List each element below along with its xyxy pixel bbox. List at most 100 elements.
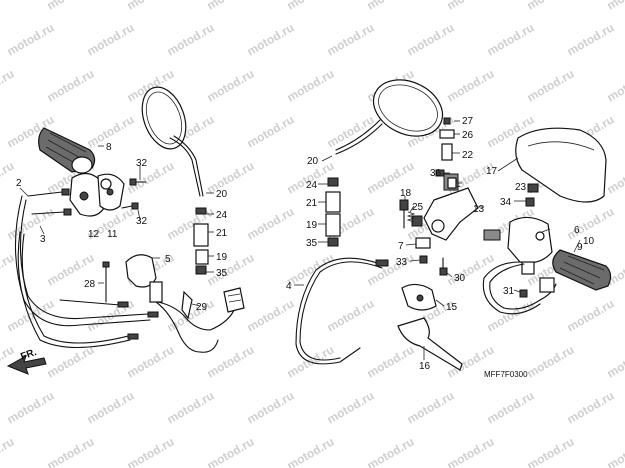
screw-33 [419, 255, 428, 264]
callout-21-left: 21 [216, 228, 228, 239]
watermark-8: motod.ru [605, 0, 625, 13]
screw-32-lower [121, 202, 139, 210]
callout-32-lower: 32 [136, 216, 148, 227]
watermark-0: motod.ru [0, 0, 17, 13]
callout-24-right: 24 [306, 180, 318, 191]
watermark-6: motod.ru [445, 0, 497, 13]
callout-5: 5 [165, 254, 171, 265]
callout-26: 26 [462, 130, 474, 141]
callout-27: 27 [462, 116, 474, 127]
watermark-94: motod.ru [285, 434, 337, 468]
watermark-59: motod.ru [365, 250, 417, 288]
watermark-98: motod.ru [605, 434, 625, 468]
right-mirror [335, 79, 444, 155]
callout-4: 4 [286, 281, 292, 292]
reservoir-stack [435, 117, 457, 189]
front-brake-lever [397, 317, 463, 371]
callout-7: 7 [398, 241, 404, 252]
watermark-19: motod.ru [45, 66, 97, 104]
master-cylinder [411, 173, 479, 241]
callout-labels: 1 2 3 4 5 6 7 8 9 10 11 12 13 15 16 17 1… [16, 116, 595, 372]
watermark-36: motod.ru [0, 158, 17, 196]
watermark-67: motod.ru [325, 296, 377, 334]
callout-25: 25 [412, 202, 424, 213]
callout-31: 31 [503, 286, 515, 297]
throttle-grip [552, 249, 612, 291]
callout-6: 6 [574, 225, 580, 236]
right-switch-housing [483, 216, 553, 275]
callout-34: 34 [500, 197, 512, 208]
watermark-39: motod.ru [205, 158, 257, 196]
watermark-73: motod.ru [45, 342, 97, 380]
watermark-83: motod.ru [165, 388, 217, 426]
brake-switch-7 [415, 237, 431, 249]
watermark-47: motod.ru [165, 204, 217, 242]
left-grip [38, 127, 96, 174]
callout-19-left: 19 [216, 252, 228, 263]
watermark-14: motod.ru [405, 20, 457, 58]
callout-21-right: 21 [306, 198, 318, 209]
watermark-4: motod.ru [285, 0, 337, 13]
watermark-1: motod.ru [45, 0, 97, 13]
watermark-22: motod.ru [285, 66, 337, 104]
watermark-58: motod.ru [285, 250, 337, 288]
watermark-45: motod.ru [5, 204, 57, 242]
watermark-7: motod.ru [525, 0, 577, 13]
callout-29: 29 [196, 302, 208, 313]
callout-23: 23 [515, 182, 527, 193]
callout-22: 22 [462, 150, 474, 161]
watermark-3: motod.ru [205, 0, 257, 13]
watermark-25: motod.ru [525, 66, 577, 104]
watermark-60: motod.ru [445, 250, 497, 288]
callout-13: 13 [473, 204, 485, 215]
handlebar-cover [515, 127, 607, 207]
watermark-75: motod.ru [205, 342, 257, 380]
right-wiring [482, 261, 557, 315]
watermark-13: motod.ru [325, 20, 377, 58]
callout-20-right: 20 [307, 156, 319, 167]
watermark-54: motod.ru [0, 250, 17, 288]
callout-3: 3 [40, 234, 46, 245]
watermark-70: motod.ru [565, 296, 617, 334]
watermark-26: motod.ru [605, 66, 625, 104]
callout-36: 36 [430, 168, 442, 179]
callout-35-right: 35 [306, 238, 318, 249]
watermark-95: motod.ru [365, 434, 417, 468]
diagram-code: MFF7F0300 [484, 370, 528, 379]
callout-10: 10 [583, 236, 595, 247]
watermark-48: motod.ru [245, 204, 297, 242]
direction-arrow [6, 354, 47, 375]
callout-1: 1 [455, 179, 461, 190]
watermark-15: motod.ru [485, 20, 537, 58]
lever-holder-15 [401, 283, 437, 311]
callout-24-left: 24 [216, 210, 228, 221]
watermark-86: motod.ru [405, 388, 457, 426]
watermark-66: motod.ru [245, 296, 297, 334]
left-mirror [141, 86, 204, 197]
watermark-87: motod.ru [485, 388, 537, 426]
right-mirror-stack [325, 177, 341, 247]
screw-28 [102, 261, 110, 303]
screw-30 [439, 257, 448, 276]
watermark-72: motod.ru [0, 342, 17, 380]
callout-2: 2 [16, 178, 22, 189]
leader-lines [19, 120, 581, 360]
direction-label: FR. [19, 347, 38, 363]
watermark-80: motod.ru [605, 342, 625, 380]
screw-31 [519, 289, 528, 298]
watermark-85: motod.ru [325, 388, 377, 426]
clamp-29 [181, 290, 193, 320]
left-lever-bracket [125, 254, 245, 353]
watermark-96: motod.ru [445, 434, 497, 468]
callout-8: 8 [106, 142, 112, 153]
watermark-91: motod.ru [45, 434, 97, 468]
callout-17: 17 [486, 166, 498, 177]
callout-12: 12 [88, 229, 100, 240]
left-mirror-stack [193, 207, 209, 275]
callout-11: 11 [107, 229, 118, 240]
throttle-cables [14, 195, 159, 349]
watermark-38: motod.ru [125, 158, 177, 196]
watermark-21: motod.ru [205, 66, 257, 104]
